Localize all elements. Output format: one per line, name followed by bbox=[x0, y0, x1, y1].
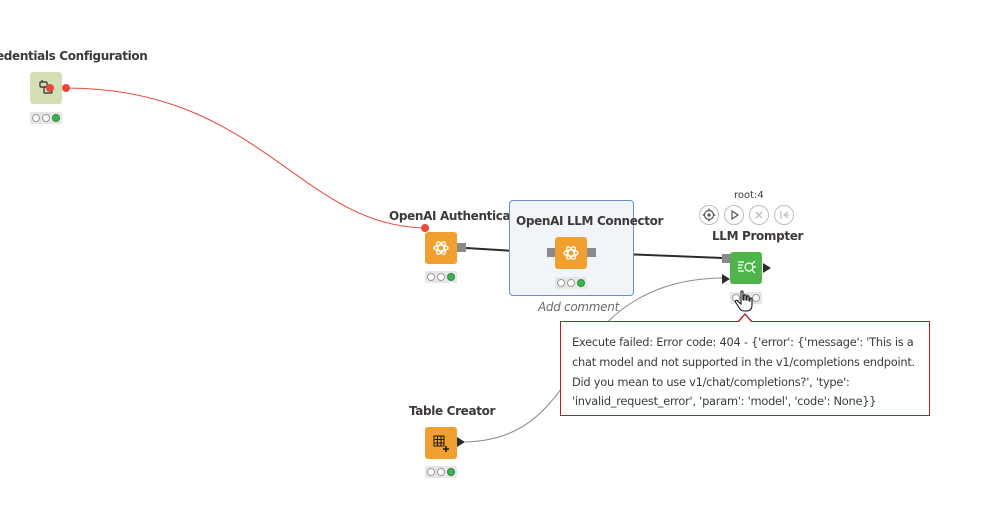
openai-logo-icon bbox=[433, 241, 449, 255]
error-tooltip: Execute failed: Error code: 404 - {'erro… bbox=[560, 321, 930, 416]
execute-button[interactable] bbox=[724, 205, 744, 225]
reset-button[interactable] bbox=[774, 205, 794, 225]
table-grid-icon bbox=[433, 435, 449, 452]
authenticator-output-port[interactable] bbox=[457, 243, 466, 252]
prompter-input-port-model[interactable] bbox=[722, 254, 731, 263]
node-title-llm-connector[interactable]: OpenAI LLM Connector bbox=[516, 214, 664, 228]
node-title-authenticator[interactable]: OpenAI Authenticator bbox=[389, 209, 530, 223]
node-title-credentials[interactable]: edentials Configuration bbox=[0, 49, 148, 63]
configure-button[interactable] bbox=[699, 205, 719, 225]
table-creator-output-port[interactable] bbox=[456, 436, 466, 448]
play-icon bbox=[731, 209, 740, 221]
connection-credentials-to-authenticator[interactable] bbox=[65, 87, 426, 229]
credential-input-port[interactable] bbox=[419, 222, 431, 234]
error-tooltip-arrow-fill bbox=[739, 315, 751, 322]
node-id-label: root:4 bbox=[734, 190, 764, 201]
reset-icon bbox=[780, 211, 789, 219]
table-creator-node[interactable] bbox=[425, 427, 457, 459]
openai-llm-connector-node[interactable] bbox=[555, 237, 587, 269]
error-message: Execute failed: Error code: 404 - {'erro… bbox=[572, 335, 915, 409]
hand-cursor-icon bbox=[734, 290, 753, 312]
llm-prompter-node[interactable] bbox=[730, 252, 762, 284]
prompter-output-port[interactable] bbox=[762, 262, 772, 274]
connector-input-port[interactable] bbox=[547, 248, 556, 257]
connector-output-port[interactable] bbox=[587, 248, 596, 257]
credential-port-icon[interactable] bbox=[44, 82, 72, 96]
openai-authenticator-node[interactable] bbox=[425, 232, 457, 264]
llm-prompt-icon bbox=[738, 260, 756, 274]
node-title-table-creator[interactable]: Table Creator bbox=[409, 404, 496, 418]
gear-icon bbox=[702, 208, 716, 222]
node-title-llm-prompter[interactable]: LLM Prompter bbox=[712, 229, 804, 243]
cancel-button[interactable] bbox=[749, 205, 769, 225]
status-light-llm-connector bbox=[555, 277, 587, 289]
prompter-input-port-table[interactable] bbox=[721, 273, 731, 285]
status-light-authenticator bbox=[425, 271, 457, 283]
cancel-x-icon bbox=[755, 211, 763, 219]
openai-logo-icon bbox=[563, 246, 579, 260]
add-comment-link[interactable]: Add comment bbox=[538, 300, 619, 314]
status-light-credentials bbox=[30, 112, 62, 124]
status-light-table-creator bbox=[425, 466, 457, 478]
